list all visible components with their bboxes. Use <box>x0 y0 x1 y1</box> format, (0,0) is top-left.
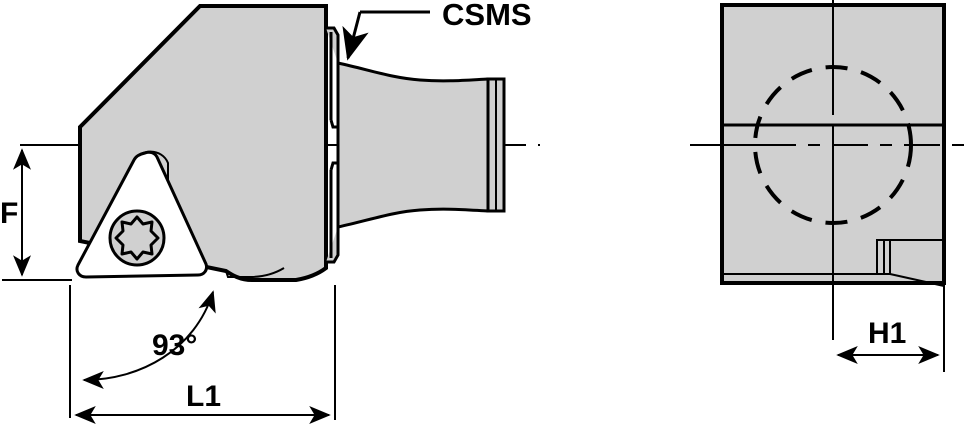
csms-shank-profile <box>336 61 490 229</box>
front-view-edge-leader <box>889 273 945 287</box>
l1-dimension-label: L1 <box>186 380 221 413</box>
flange-groove-upper-fillet <box>329 119 338 129</box>
f-dimension-label: F <box>0 197 18 230</box>
angle-dimension-label: 93° <box>152 329 197 362</box>
csms-label: CSMS <box>442 0 532 32</box>
torx-screw-socket-icon <box>114 215 160 261</box>
angle-arc-93 <box>82 290 216 389</box>
side-view: CSMS F 93° L1 <box>0 0 540 424</box>
h1-dimension-label: H1 <box>868 317 906 350</box>
front-view: H1 <box>690 0 976 372</box>
flange-groove-lower-fillet <box>329 161 338 171</box>
csms-leader-arrow <box>342 11 369 61</box>
body-relief-cut-line <box>225 267 285 278</box>
